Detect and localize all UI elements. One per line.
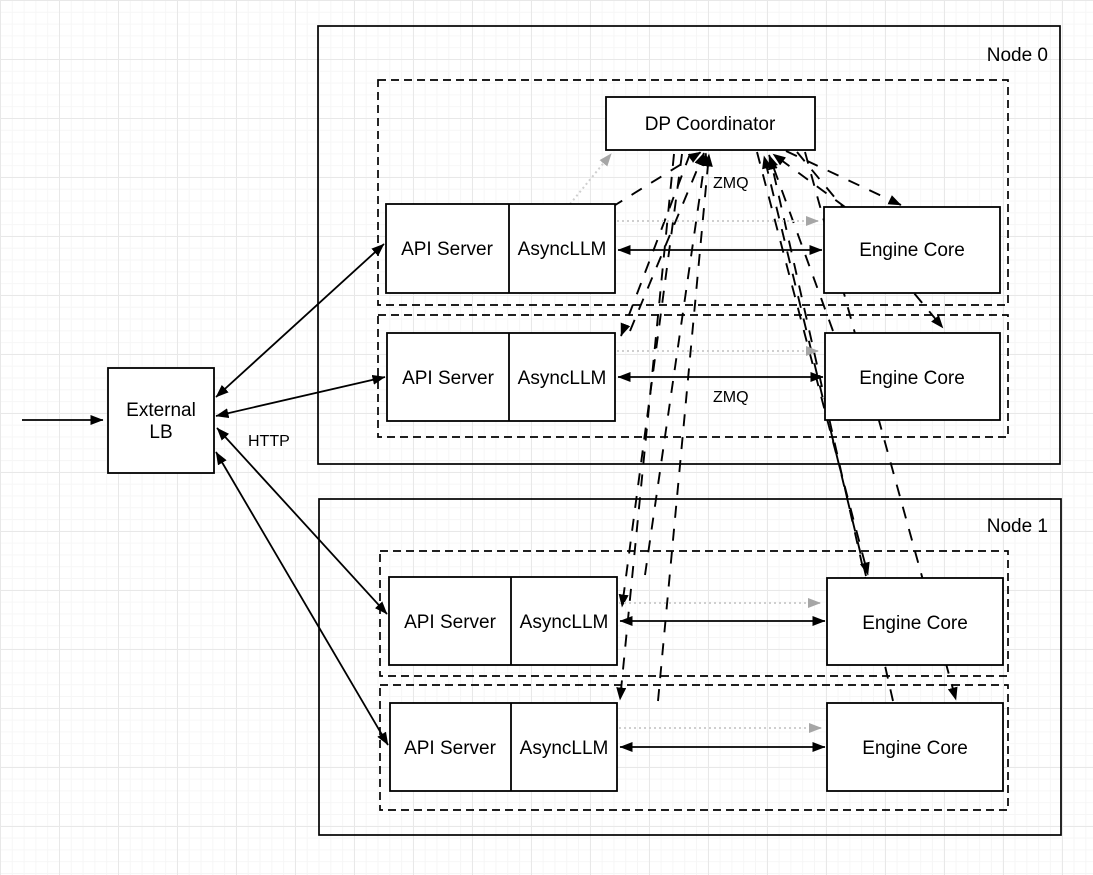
lb-api0-arrow [215, 243, 385, 398]
node-1-label: Node 1 [987, 516, 1048, 537]
coordinator-to-async2-arrow [618, 153, 683, 608]
engine1-to-coordinator-arrow [768, 154, 834, 332]
node0-replica0-row: API Server AsyncLLM Engine Core [385, 203, 1001, 294]
asyncllm-label: AsyncLLM [520, 612, 609, 633]
external-lb-box: External LB [107, 367, 215, 474]
engine0-to-coordinator-arrow [772, 153, 846, 208]
dp-coordinator-label: DP Coordinator [645, 114, 776, 135]
http-links [22, 243, 389, 746]
async1-to-coordinator-arrow [629, 152, 705, 332]
asyncllm-label: AsyncLLM [518, 368, 607, 389]
engine2-to-coordinator-arrow [762, 155, 867, 577]
coordinator-to-engine1-arrow [796, 151, 944, 329]
node1-replica1-row: API Server AsyncLLM Engine Core [389, 702, 1004, 792]
api-server-label: API Server [404, 738, 497, 759]
async0-dotted-to-coordinator [569, 153, 612, 205]
node-0-label: Node 0 [987, 45, 1048, 66]
asyncllm-label: AsyncLLM [520, 738, 609, 759]
engine-core-label: Engine Core [862, 613, 968, 634]
coordinator-to-async1-arrow [620, 153, 691, 337]
http-edge-label: HTTP [248, 433, 290, 450]
engine-core-label: Engine Core [859, 240, 965, 261]
dp-coordinator-box: DP Coordinator [605, 96, 816, 151]
api-server-label: API Server [404, 612, 497, 633]
async0-to-coordinator-arrow [611, 151, 702, 208]
async2-to-coordinator-arrow [644, 152, 710, 576]
zmq-mid-edge-label: ZMQ [713, 389, 749, 406]
zmq-links [617, 245, 826, 752]
lb-api1-arrow [215, 374, 386, 419]
external-lb-label-line1: External [126, 400, 196, 421]
node1-replica0-row: API Server AsyncLLM Engine Core [388, 576, 1004, 666]
asyncllm-label: AsyncLLM [518, 239, 607, 260]
api-server-label: API Server [402, 368, 495, 389]
zmq-top-edge-label: ZMQ [713, 175, 749, 192]
node0-replica1-row: API Server AsyncLLM Engine Core [386, 332, 1001, 422]
node1-replica1-group [379, 684, 1009, 811]
enginecore-coordinator-links [756, 150, 958, 702]
dotted-wave-links [569, 153, 822, 733]
engine-core-label: Engine Core [862, 738, 968, 759]
lb-api3-arrow [215, 451, 389, 746]
node0-replica0-group [377, 79, 1009, 306]
coordinator-to-engine2-arrow [756, 151, 870, 576]
lb-api2-arrow [216, 427, 388, 615]
api-server-label: API Server [401, 239, 494, 260]
external-lb-label-line2: LB [149, 422, 172, 443]
asyncllm-coordinator-links [611, 151, 713, 702]
engine-core-label: Engine Core [859, 368, 965, 389]
